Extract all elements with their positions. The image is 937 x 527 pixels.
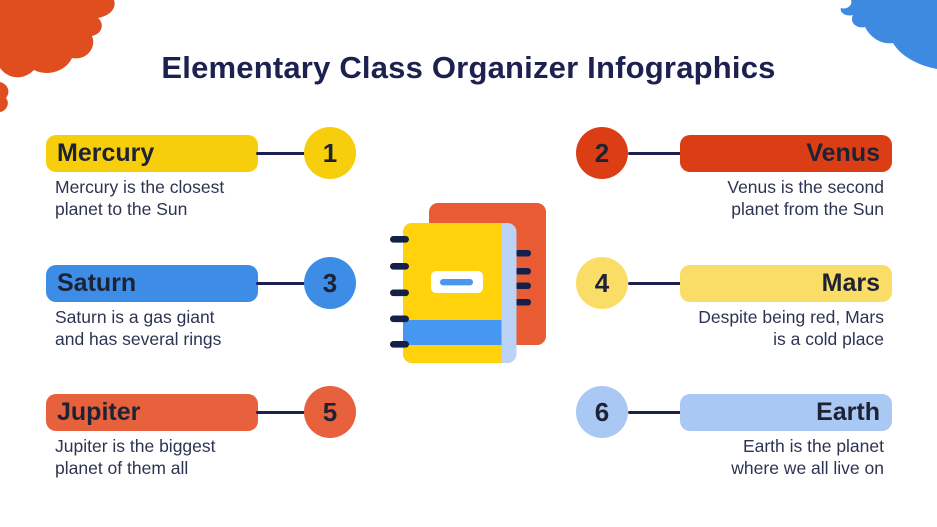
number-badge: 2 [576, 127, 628, 179]
number-badge: 6 [576, 386, 628, 438]
number-badge: 4 [576, 257, 628, 309]
planet-name-bar: Mercury [46, 135, 258, 172]
planet-name-bar: Venus [680, 135, 892, 172]
planet-name: Jupiter [57, 398, 141, 426]
planet-description: Earth is the planet where we all live on [731, 436, 884, 478]
item-jupiter: Jupiter 5 Jupiter is the biggest planet … [0, 386, 937, 506]
front-notebook-binding [390, 236, 409, 348]
planet-name: Mercury [57, 139, 155, 167]
front-notebook-band [403, 320, 502, 345]
connector-line [628, 282, 682, 285]
item-number: 1 [322, 137, 338, 168]
item-mercury: Mercury 1 Mercury is the closest planet … [0, 127, 937, 247]
item-earth: 6 Earth Earth is the planet where we all… [0, 386, 937, 506]
number-badge: 1 [304, 127, 356, 179]
item-number: 5 [322, 396, 338, 427]
spiral-notebooks-illustration [390, 203, 546, 363]
back-notebook-binding [515, 250, 531, 306]
planet-description: Venus is the second planet from the Sun [727, 177, 884, 219]
planet-description: Saturn is a gas giant and has several ri… [55, 307, 222, 349]
item-number: 3 [322, 267, 338, 298]
front-notebook-label-line [440, 279, 473, 286]
planet-name-bar: Earth [680, 394, 892, 431]
item-venus: 2 Venus Venus is the second planet from … [0, 127, 937, 247]
page-title: Elementary Class Organizer Infographics [161, 50, 776, 85]
item-saturn: Saturn 3 Saturn is a gas giant and has s… [0, 257, 937, 377]
item-number: 6 [594, 396, 610, 427]
planet-name: Saturn [57, 269, 137, 297]
item-number: 2 [594, 137, 610, 168]
connector-line [256, 282, 306, 285]
planet-description: Jupiter is the biggest planet of them al… [55, 436, 216, 478]
connector-line [256, 152, 306, 155]
planet-description: Despite being red, Mars is a cold place [698, 307, 884, 349]
planet-name-bar: Jupiter [46, 394, 258, 431]
number-badge: 5 [304, 386, 356, 438]
planet-description: Mercury is the closest planet to the Sun [55, 177, 225, 219]
connector-line [628, 152, 682, 155]
number-badge: 3 [304, 257, 356, 309]
connector-line [256, 411, 306, 414]
planet-name: Earth [816, 398, 880, 426]
planet-name: Venus [806, 139, 880, 167]
planet-name-bar: Mars [680, 265, 892, 302]
connector-line [628, 411, 682, 414]
item-mars: 4 Mars Despite being red, Mars is a cold… [0, 257, 937, 377]
planet-name-bar: Saturn [46, 265, 258, 302]
planet-name: Mars [821, 269, 880, 297]
item-number: 4 [594, 267, 610, 298]
